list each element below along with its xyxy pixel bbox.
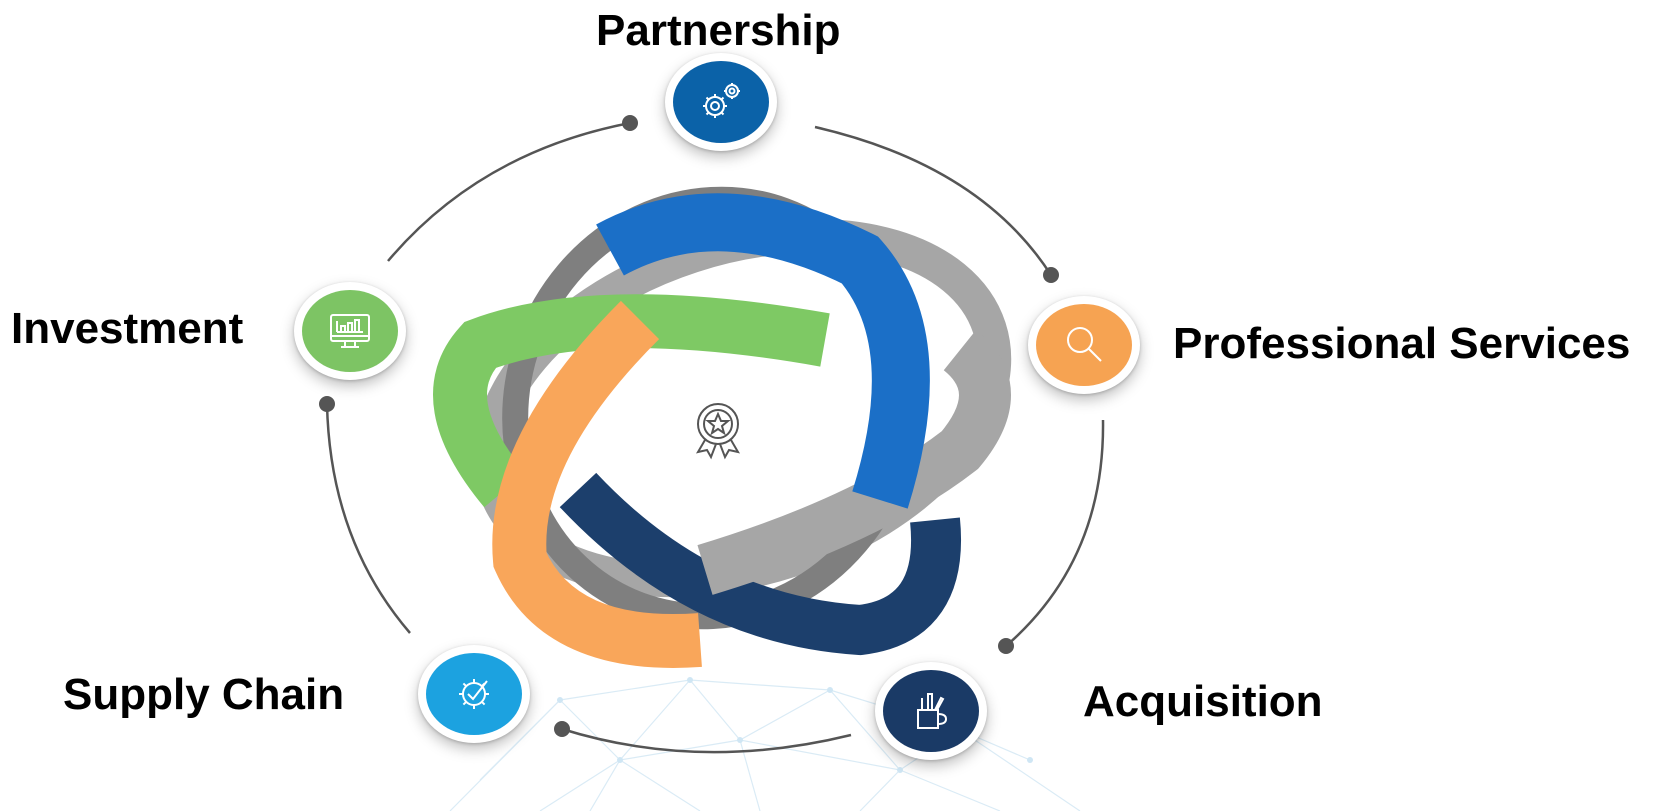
gears-icon [703, 83, 740, 118]
arc-dot [319, 396, 335, 412]
professional-services-label: Professional Services [1173, 319, 1631, 368]
ring-green-band [433, 294, 830, 508]
arc-dot [998, 638, 1014, 654]
arc-partnership-to-services [814, 125, 1053, 276]
investment-label: Investment [11, 304, 244, 353]
acquisition-node[interactable] [875, 662, 987, 760]
arc-services-to-acquisition [1005, 419, 1105, 647]
monitor-chart-icon [330, 314, 370, 348]
arc-dot [622, 115, 638, 131]
ring-navy-band [559, 472, 961, 656]
acquisition-label: Acquisition [1083, 677, 1323, 726]
arc-dot [554, 721, 570, 737]
ring-orange-band [492, 300, 702, 668]
pencil-cup-icon [917, 693, 948, 729]
investment-node[interactable] [294, 282, 406, 380]
ring-gray-front-band [697, 329, 1011, 595]
supply-chain-label: Supply Chain [63, 670, 345, 719]
arc-dot [1043, 267, 1059, 283]
arc-acquisition-to-supply [561, 727, 852, 754]
arc-supply-to-investment [325, 403, 411, 634]
partnership-label: Partnership [596, 6, 841, 55]
ring-blue-band [596, 193, 930, 509]
supply-chain-node[interactable] [418, 645, 530, 743]
arc-investment-to-partnership [387, 121, 631, 262]
gear-check-icon [459, 679, 489, 709]
professional-services-node[interactable] [1028, 296, 1140, 394]
partnership-node[interactable] [665, 53, 777, 151]
award-ribbon-icon [695, 403, 741, 460]
magnifier-icon [1067, 327, 1102, 362]
